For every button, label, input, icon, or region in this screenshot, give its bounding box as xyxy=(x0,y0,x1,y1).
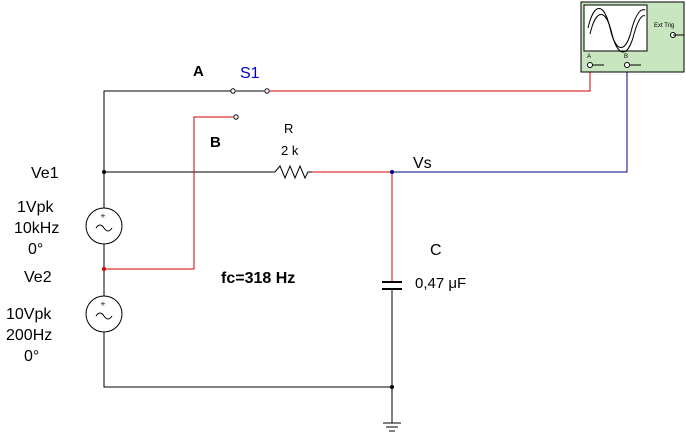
switch-s1[interactable] xyxy=(230,88,270,120)
source-2-phase: 0° xyxy=(24,348,39,365)
capacitor-c[interactable] xyxy=(382,281,402,290)
red-wires xyxy=(104,70,591,282)
ac-source-ve2[interactable]: + xyxy=(85,295,123,333)
cutoff-frequency-label: fc=318 Hz xyxy=(221,270,295,287)
resistor-r[interactable] xyxy=(274,164,312,180)
switch-label-b: B xyxy=(210,134,221,151)
junction-dot xyxy=(102,267,106,271)
sine-icon xyxy=(95,312,113,320)
switch-label-a: A xyxy=(193,63,204,80)
oscilloscope-trace-2 xyxy=(589,14,646,53)
channel-b-terminal xyxy=(624,62,630,68)
plus-icon: + xyxy=(100,212,106,220)
black-wires xyxy=(103,90,393,423)
ground-symbol xyxy=(383,422,401,432)
resistor-value-label: 2 k xyxy=(281,143,299,158)
source-2-frequency: 200Hz xyxy=(6,327,52,344)
source-1-frequency: 10kHz xyxy=(14,220,59,237)
wire-switch-b-to-ve2 xyxy=(104,116,233,270)
oscilloscope-trace-1 xyxy=(587,8,646,48)
switch-terminal-common xyxy=(264,88,270,94)
channel-a-label: A xyxy=(587,54,591,60)
capacitor-value-label: 0,47 μF xyxy=(415,275,466,292)
source-circle xyxy=(85,295,123,333)
switch-terminal-b xyxy=(233,114,239,120)
source-1-name: Ve1 xyxy=(31,165,59,182)
source-circle xyxy=(85,207,123,245)
wire-left-rail-to-switch xyxy=(103,90,233,208)
resistor-name-label: R xyxy=(284,121,293,136)
wire-switch-to-scope-a xyxy=(270,70,591,92)
channel-a-terminal xyxy=(587,62,593,68)
source-2-amplitude: 10Vpk xyxy=(6,306,52,323)
ext-trig-label: Ext Trig xyxy=(654,23,674,29)
channel-b-label: B xyxy=(624,54,628,60)
switch-terminal-a xyxy=(230,88,236,94)
junction-dot xyxy=(390,170,394,174)
capacitor-name-label: C xyxy=(430,242,442,259)
junction-dot xyxy=(390,385,394,389)
vs-label: Vs xyxy=(413,155,432,172)
source-1-amplitude: 1Vpk xyxy=(17,199,54,216)
wire-resistor-to-capacitor xyxy=(312,171,393,282)
oscilloscope[interactable]: Ext Trig A B xyxy=(580,1,685,73)
wire-vs-to-scope-b xyxy=(392,70,628,173)
ac-source-ve1[interactable]: + xyxy=(85,207,123,245)
resistor-zigzag xyxy=(274,164,312,180)
source-2-name: Ve2 xyxy=(24,269,52,286)
plus-icon: + xyxy=(100,300,106,308)
switch-name-label: S1 xyxy=(240,65,260,82)
wire-bottom-rail xyxy=(103,332,392,388)
junction-dot xyxy=(102,170,106,174)
sine-icon xyxy=(95,224,113,232)
source-1-phase: 0° xyxy=(28,241,43,258)
